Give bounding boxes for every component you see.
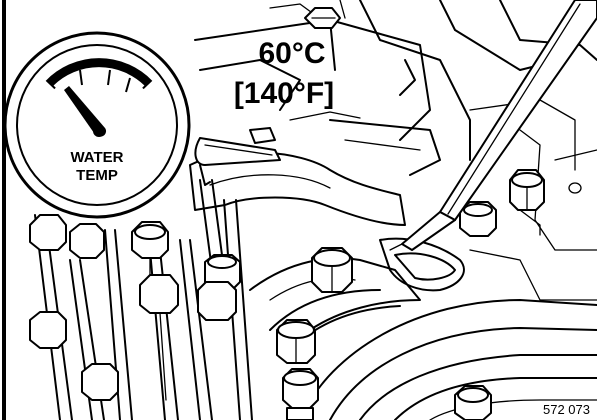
nut-mid-right	[459, 201, 497, 237]
gauge-scale-arc	[45, 58, 153, 90]
nut-center	[311, 247, 353, 293]
pipe-fittings	[29, 214, 241, 401]
rocker-arm-left	[189, 119, 441, 226]
nut-lower-left	[276, 319, 316, 364]
nut-bottom-right	[454, 385, 492, 420]
gauge-label-water: WATER	[70, 149, 123, 166]
gauge-hub	[93, 125, 105, 137]
gauge-tick	[79, 69, 83, 86]
rocker-shaft	[269, 289, 597, 420]
gauge-label-temp: TEMP	[76, 167, 118, 184]
bolt-top	[304, 7, 341, 29]
temperature-celsius-label: 60°C	[258, 37, 325, 70]
screwdriver	[389, 0, 597, 251]
gauge-tick	[125, 77, 131, 93]
nut-bottom-left	[282, 368, 319, 420]
temperature-fahrenheit-label: [140°F]	[234, 77, 334, 110]
nut-right	[509, 169, 545, 236]
gauge-tick	[107, 69, 111, 86]
water-temp-gauge: WATER TEMP	[3, 31, 191, 219]
feeler-tool	[194, 127, 281, 186]
figure-number: 572 073	[543, 402, 590, 417]
gauge-needle	[64, 86, 107, 137]
